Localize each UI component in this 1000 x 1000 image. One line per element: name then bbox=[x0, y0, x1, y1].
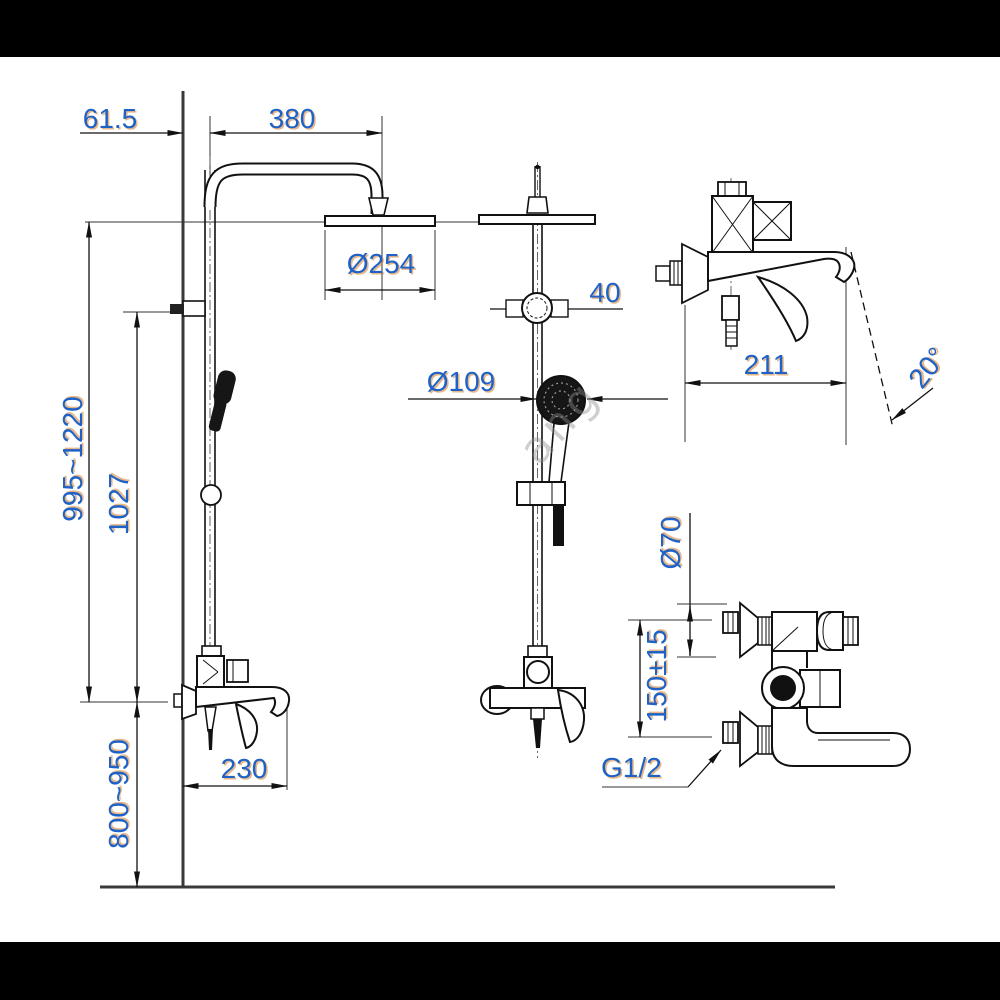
dim-label-inlet-height: 800~950 bbox=[103, 739, 134, 849]
mixer-side-view bbox=[655, 181, 856, 347]
dim-label-ball-joint: 40 bbox=[589, 277, 621, 308]
dim-label-spout-reach: 230 bbox=[220, 753, 268, 784]
front-view bbox=[170, 162, 436, 750]
dim-label-mixer-width: 211 bbox=[743, 349, 789, 380]
dim-label-arm-reach: 380 bbox=[268, 103, 316, 134]
dimension-lines bbox=[80, 130, 934, 888]
dim-label-bar-length: 1027 bbox=[103, 472, 134, 536]
dim-label-head-diameter: Ø254 bbox=[346, 248, 416, 279]
dim-label-overall-height: 995~1220 bbox=[57, 396, 88, 522]
dim-label-hand-shower-diameter: Ø109 bbox=[426, 366, 496, 397]
dim-label-wall-offset: 61.5 bbox=[82, 103, 138, 134]
dim-label-inlet-center-distance: 150±15 bbox=[641, 629, 672, 723]
wall-floor-lines bbox=[100, 91, 835, 889]
side-view bbox=[478, 164, 596, 748]
dim-label-flange-diameter: Ø70 bbox=[655, 516, 686, 570]
mixer-top-view bbox=[722, 601, 912, 768]
dim-label-thread: G1/2 bbox=[601, 752, 662, 783]
letterbox-top bbox=[0, 0, 1000, 57]
letterbox-bottom bbox=[0, 942, 1000, 1000]
